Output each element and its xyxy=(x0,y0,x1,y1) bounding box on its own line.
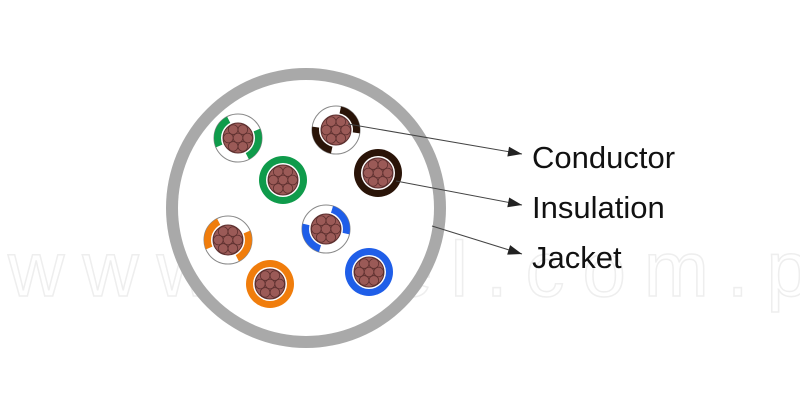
conductor-leader xyxy=(347,123,523,155)
wire-orange xyxy=(246,260,294,308)
strand xyxy=(223,132,234,144)
strand xyxy=(358,275,370,286)
jacket-leader-arrowhead xyxy=(507,245,522,255)
insulation-leader-arrowhead xyxy=(507,197,522,208)
wire-orange-white xyxy=(203,215,253,265)
strand xyxy=(213,234,224,246)
cable-inner xyxy=(178,80,434,336)
strand xyxy=(259,287,271,298)
insulation-label: Insulation xyxy=(532,190,665,225)
strand xyxy=(367,176,379,187)
strand xyxy=(227,124,239,135)
strand xyxy=(321,124,332,136)
strand xyxy=(237,141,249,152)
strand xyxy=(269,287,281,298)
strand xyxy=(282,183,294,194)
strand xyxy=(377,176,389,187)
leader-lines xyxy=(347,123,523,255)
strand xyxy=(377,159,389,170)
strand xyxy=(282,166,294,177)
insulation-leader xyxy=(395,180,523,206)
strand xyxy=(242,132,253,144)
wire-green xyxy=(259,156,307,204)
jacket-label: Jacket xyxy=(532,240,622,275)
strand xyxy=(272,183,284,194)
strand xyxy=(259,270,271,281)
strand xyxy=(367,159,379,170)
wire-blue-white xyxy=(301,204,351,254)
strand xyxy=(311,223,322,235)
wire-brown xyxy=(354,149,402,197)
strand xyxy=(217,243,229,254)
strand xyxy=(358,258,370,269)
wire-blue xyxy=(345,248,393,296)
strand xyxy=(287,174,298,186)
strand xyxy=(363,167,374,179)
strand xyxy=(315,215,327,226)
strand xyxy=(269,270,281,281)
strand xyxy=(354,266,365,278)
strand xyxy=(325,133,337,144)
strand xyxy=(272,166,284,177)
strand xyxy=(368,258,380,269)
strand xyxy=(340,124,351,136)
strand xyxy=(382,167,393,179)
strand xyxy=(368,275,380,286)
strand xyxy=(255,278,266,290)
strand xyxy=(237,124,249,135)
strand xyxy=(227,141,239,152)
strand xyxy=(325,215,337,226)
strand xyxy=(335,133,347,144)
strand xyxy=(227,243,239,254)
strand xyxy=(274,278,285,290)
strand xyxy=(335,116,347,127)
strand xyxy=(325,232,337,243)
conductor-leader-arrowhead xyxy=(507,146,522,157)
strand xyxy=(232,234,243,246)
strand xyxy=(325,116,337,127)
jacket-leader xyxy=(431,225,523,255)
strand xyxy=(330,223,341,235)
strand xyxy=(217,226,229,237)
strand xyxy=(373,266,384,278)
strand xyxy=(268,174,279,186)
strand xyxy=(315,232,327,243)
wire-green-white xyxy=(213,113,263,163)
wire-group xyxy=(203,105,402,308)
strand xyxy=(227,226,239,237)
conductor-label: Conductor xyxy=(532,140,675,175)
wire-brown-white xyxy=(311,105,361,155)
